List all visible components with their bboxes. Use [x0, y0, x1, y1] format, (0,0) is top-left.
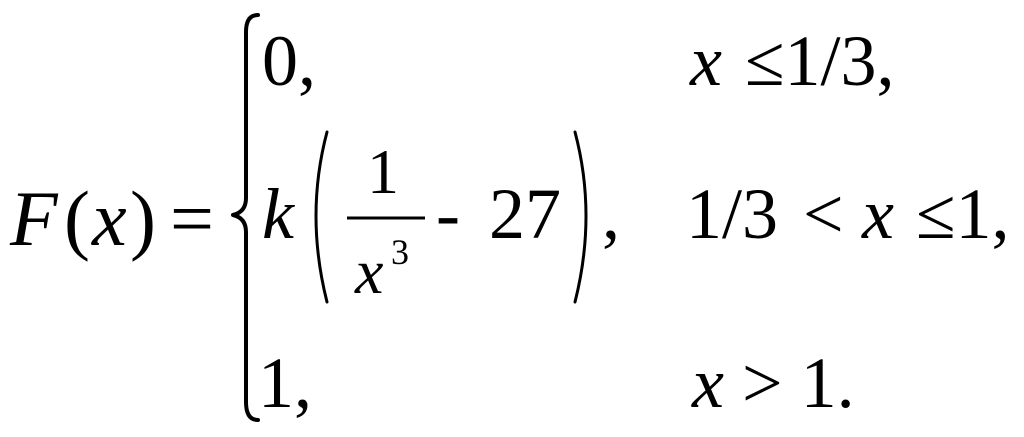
case-2-minus: -	[436, 174, 460, 254]
equals-sign: =	[170, 175, 214, 262]
fraction-denominator-base: x	[355, 236, 384, 307]
case-1-variable: x	[690, 21, 722, 101]
case-2-variable: x	[862, 174, 894, 254]
case-3-variable: x	[692, 343, 724, 423]
lhs-open-paren: (	[64, 175, 90, 262]
case-2-less-than: <	[803, 174, 844, 254]
case-2-upper-bound: ≤1,	[916, 174, 1010, 254]
case-2-constant: 27	[489, 174, 561, 254]
case-1-relation: ≤1/3,	[745, 21, 895, 101]
function-name: F	[10, 175, 58, 262]
fraction-denominator-exponent: 3	[391, 232, 409, 272]
case-2-trailing-comma: ,	[602, 174, 620, 254]
lhs-variable: x	[92, 175, 127, 262]
case-2-lower-bound: 1/3	[686, 174, 779, 254]
case-1-value: 0,	[262, 21, 316, 101]
fraction-numerator: 1	[367, 136, 399, 207]
case-3-value: 1,	[258, 343, 312, 423]
case-2-coefficient: k	[262, 174, 294, 254]
lhs-close-paren: )	[130, 175, 156, 262]
case-3-relation: > 1.	[742, 343, 855, 423]
